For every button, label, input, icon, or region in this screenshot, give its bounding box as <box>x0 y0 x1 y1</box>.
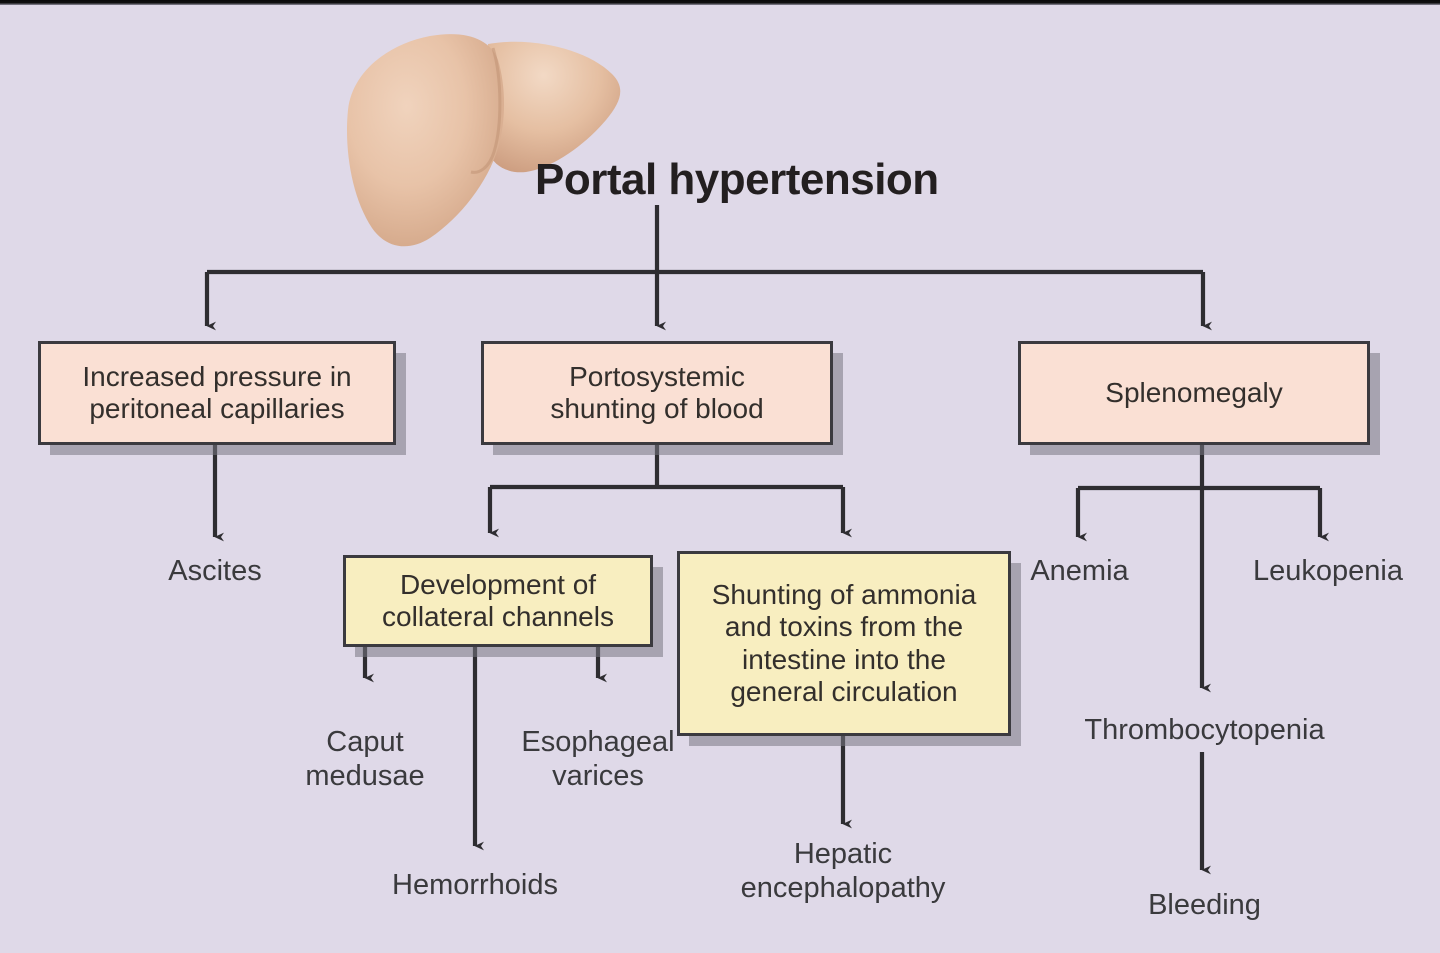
label-hemorrhoids: Hemorrhoids <box>392 869 558 901</box>
node-increased-pressure[interactable]: Increased pressure in peritoneal capilla… <box>38 341 396 445</box>
label-thrombocytopenia: Thrombocytopenia <box>1084 714 1325 746</box>
label-anemia: Anemia <box>1030 555 1129 587</box>
top-edge-band <box>0 0 1440 5</box>
node-splenomegaly-label: Splenomegaly <box>1105 376 1283 408</box>
label-bleeding: Bleeding <box>1148 889 1261 921</box>
node-portosystemic-shunting[interactable]: Portosystemic shunting of blood <box>481 341 833 445</box>
liver-icon <box>347 34 621 247</box>
node-increased-pressure-label: Increased pressure in peritoneal capilla… <box>82 360 352 424</box>
label-ascites: Ascites <box>168 555 262 587</box>
node-collateral-channels-label: Development of collateral channels <box>382 568 614 632</box>
page-title: Portal hypertension <box>535 155 939 204</box>
label-caput-medusae: Caput medusae <box>305 726 425 792</box>
label-leukopenia: Leukopenia <box>1253 555 1403 587</box>
node-splenomegaly[interactable]: Splenomegaly <box>1018 341 1370 445</box>
node-ammonia-shunting-label: Shunting of ammonia and toxins from the … <box>711 578 977 707</box>
node-ammonia-shunting[interactable]: Shunting of ammonia and toxins from the … <box>677 551 1011 736</box>
label-hepatic-encephalopathy: Hepatic encephalopathy <box>740 838 946 904</box>
node-portosystemic-shunting-label: Portosystemic shunting of blood <box>550 360 764 424</box>
label-esophageal-varices: Esophageal varices <box>521 726 675 792</box>
node-collateral-channels[interactable]: Development of collateral channels <box>343 555 653 647</box>
